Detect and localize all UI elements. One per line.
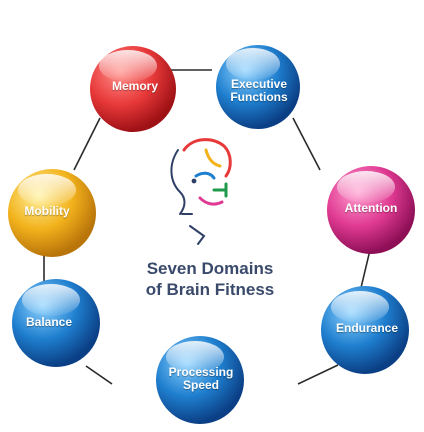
sphere-endurance <box>321 286 409 374</box>
sphere-mobility <box>8 169 96 257</box>
connector-executive-attention <box>292 117 321 171</box>
connector-processing-endurance <box>297 364 339 385</box>
sphere-memory <box>90 46 176 132</box>
diagram-title-line2: of Brain Fitness <box>145 280 275 299</box>
sphere-processing-speed <box>156 336 244 424</box>
sphere-attention <box>327 166 415 254</box>
diagram-title-line1: Seven Domains <box>146 259 274 278</box>
sphere-executive-functions <box>216 45 300 129</box>
connector-memory-mobility <box>73 117 101 171</box>
head-brain-icon <box>170 138 232 245</box>
connector-lines <box>43 69 371 385</box>
sphere-balance <box>12 279 100 367</box>
connector-attention-endurance <box>359 249 371 293</box>
connector-balance-processing <box>85 365 113 385</box>
